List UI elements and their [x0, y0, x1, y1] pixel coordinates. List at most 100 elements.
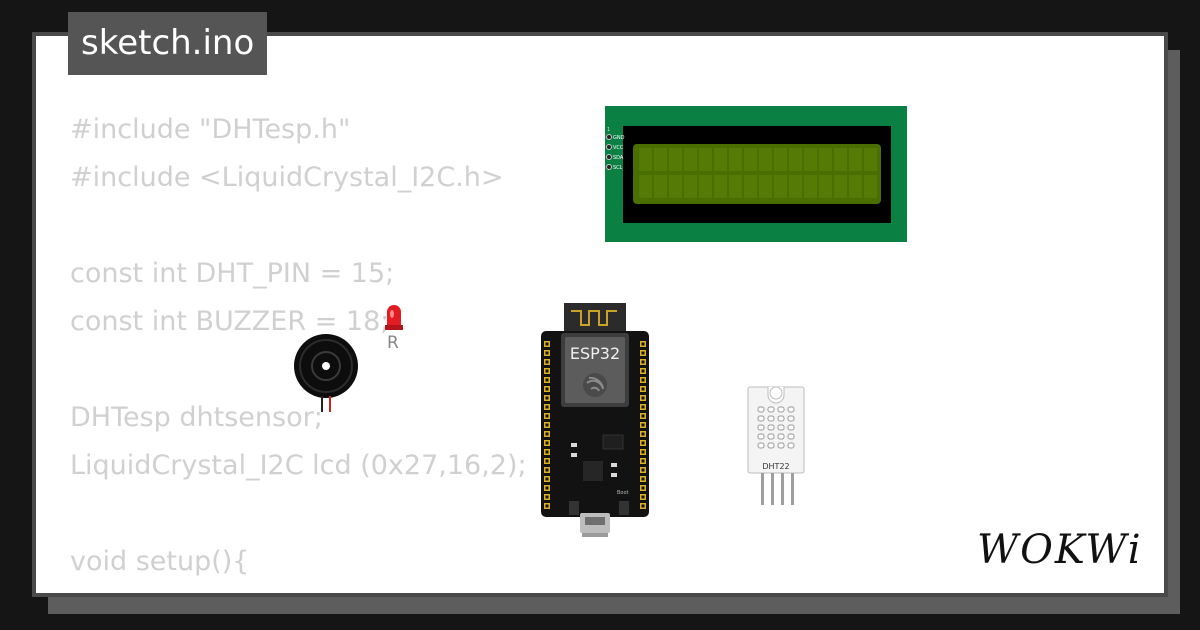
lcd-char-cell	[774, 148, 787, 171]
micro-usb-port[interactable]	[582, 531, 608, 537]
micro-usb-opening	[585, 517, 605, 525]
boot-button-label: Boot	[617, 490, 629, 496]
esp32-pin-hole	[641, 423, 645, 427]
esp32-pin-hole	[545, 432, 549, 436]
smd-component	[571, 453, 577, 457]
esp32-pin-hole	[545, 423, 549, 427]
led-rim	[385, 325, 403, 330]
dht22-vent	[787, 406, 795, 413]
lcd-char-cell	[669, 148, 682, 171]
lcd-char-cell	[849, 148, 862, 171]
code-editor: #include "DHTesp.h"#include <LiquidCryst…	[70, 106, 527, 593]
buzzer[interactable]	[294, 334, 358, 412]
lcd-pin-label: VCC	[613, 145, 624, 151]
dht22-vent	[757, 406, 765, 413]
lcd-pixel-grid	[639, 148, 877, 198]
lcd-char-cell	[759, 148, 772, 171]
dht22-vent	[757, 424, 765, 431]
lcd-char-cell	[654, 175, 667, 198]
code-line: LiquidCrystal_I2C lcd (0x27,16,2);	[70, 450, 527, 481]
lcd-char-cell	[849, 175, 862, 198]
lcd-char-cell	[729, 148, 742, 171]
esp32-pin-hole	[641, 450, 645, 454]
antenna-trace	[571, 310, 617, 326]
dht22-sensor[interactable]: DHT22	[747, 386, 805, 505]
en-button[interactable]	[569, 501, 579, 515]
dht22-vent	[787, 424, 795, 431]
buzzer-ring	[299, 339, 353, 393]
espressif-logo-icon	[583, 373, 607, 397]
smd-component	[611, 463, 617, 467]
esp32-pin-hole	[641, 432, 645, 436]
code-line: void setup(){	[70, 546, 250, 577]
esp32-pin-hole	[545, 405, 549, 409]
lcd-char-cell	[834, 175, 847, 198]
esp32-pin-hole	[545, 387, 549, 391]
dht22-hole	[769, 386, 783, 400]
lcd-pin[interactable]	[606, 164, 612, 170]
esp32-pin-hole	[641, 414, 645, 418]
boot-button[interactable]	[619, 501, 629, 515]
esp32-pin-hole	[641, 360, 645, 364]
dht22-vent	[767, 415, 775, 422]
esp32-pin-hole	[641, 387, 645, 391]
dht22-vent	[757, 433, 765, 440]
dht22-vent	[777, 415, 785, 422]
esp32-pin-hole	[545, 441, 549, 445]
code-line: const int DHT_PIN = 15;	[70, 258, 395, 289]
led-dome	[387, 305, 401, 326]
esp32-pin-hole	[641, 441, 645, 445]
lcd-pin1-label: 1	[607, 127, 610, 133]
lcd-char-cell	[819, 175, 832, 198]
lcd-char-cell	[699, 175, 712, 198]
lcd-char-cell	[654, 148, 667, 171]
esp32-pin-hole	[641, 504, 645, 508]
red-led[interactable]: R	[385, 305, 403, 353]
lcd-pin[interactable]	[606, 134, 612, 140]
lcd-char-cell	[789, 175, 802, 198]
lcd-char-cell	[759, 175, 772, 198]
esp32-pin-hole	[545, 477, 549, 481]
lcd-char-cell	[744, 175, 757, 198]
file-name-tab[interactable]: sketch.ino	[68, 12, 268, 75]
smd-component	[611, 473, 617, 477]
esp32-pin-hole	[545, 414, 549, 418]
lcd-char-cell	[804, 175, 817, 198]
dht22-vent	[777, 442, 785, 449]
lcd-char-cell	[639, 148, 652, 171]
esp32-pin-hole	[641, 369, 645, 373]
lcd-char-cell	[774, 175, 787, 198]
buzzer-inner-ring	[311, 351, 341, 381]
esp32-pin-hole	[545, 504, 549, 508]
lcd-char-cell	[699, 148, 712, 171]
dht22-vent	[757, 442, 765, 449]
dht22-vent	[767, 406, 775, 413]
esp32-pin-hole	[641, 486, 645, 490]
lcd-pin[interactable]	[606, 144, 612, 150]
esp32-module-can	[565, 337, 625, 403]
lcd-pin[interactable]	[606, 154, 612, 160]
esp32-pin-hole	[641, 459, 645, 463]
preview-card: #include "DHTesp.h"#include <LiquidCryst…	[32, 32, 1168, 597]
smd-component	[571, 443, 577, 447]
lcd-char-cell	[639, 175, 652, 198]
esp32-board[interactable]: ESP32 Boot	[541, 303, 649, 537]
esp32-pin-hole	[545, 360, 549, 364]
code-line: const int BUZZER = 18;	[70, 306, 390, 337]
espressif-logo-mark	[586, 376, 604, 392]
lcd-char-cell	[834, 148, 847, 171]
code-line: #include "DHTesp.h"	[70, 114, 351, 145]
lcd-char-cell	[744, 148, 757, 171]
dht22-vent	[777, 406, 785, 413]
esp32-pin-hole	[545, 378, 549, 382]
esp32-pin-hole	[641, 378, 645, 382]
wokwi-logo: WOKWi	[977, 527, 1143, 573]
lcd-char-cell	[684, 175, 697, 198]
lcd-char-cell	[864, 175, 877, 198]
dht22-pins	[761, 473, 794, 505]
lcd-char-cell	[864, 148, 877, 171]
esp32-pin-hole	[641, 396, 645, 400]
dht22-vent	[777, 433, 785, 440]
